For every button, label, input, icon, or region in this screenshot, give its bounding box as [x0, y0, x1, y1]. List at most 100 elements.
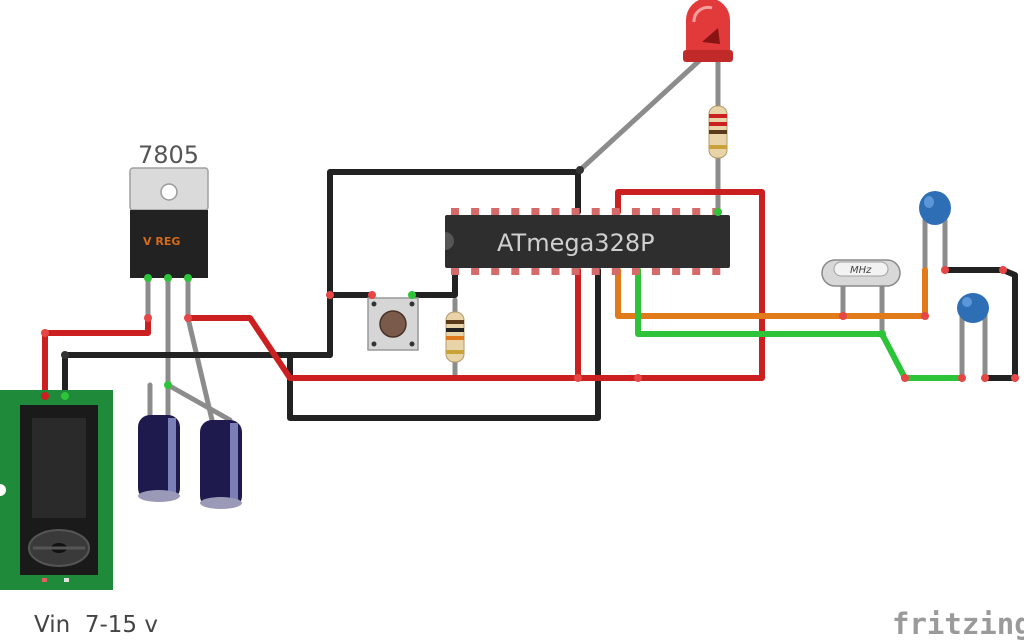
microcontroller-chip: ATmega328P — [445, 208, 730, 275]
cap1-leads — [147, 382, 171, 423]
chip-pin-top — [471, 208, 480, 216]
led-anode-wire — [577, 57, 703, 173]
jack-inner — [32, 418, 86, 518]
chip-pin-top — [531, 208, 540, 216]
resistor-led — [708, 105, 728, 159]
led-rim — [683, 50, 733, 62]
xtal1-wire — [615, 267, 928, 319]
chip-pin-top — [652, 208, 660, 216]
button-corner-3 — [371, 341, 377, 347]
crystal-legs — [840, 282, 885, 337]
endpoint — [144, 314, 152, 322]
chip-pin-top — [611, 208, 620, 216]
cap4-shine — [962, 297, 972, 307]
regulator-label: 7805 — [138, 141, 199, 169]
red-wires — [42, 189, 765, 398]
chip-pin-top — [451, 208, 459, 216]
cap2-leads — [165, 315, 233, 423]
chip-pin-bottom — [611, 267, 620, 275]
chip-pin-top — [551, 208, 560, 216]
reset-button — [367, 297, 419, 351]
resistor1-band-4 — [709, 145, 727, 149]
button-corner-1 — [371, 301, 377, 307]
endpoint — [941, 266, 949, 274]
led-anvil — [702, 28, 720, 44]
endpoint — [901, 374, 909, 382]
cap1-top — [138, 490, 180, 502]
vcc-out-wire — [185, 189, 765, 381]
crystal-label: MHz — [850, 265, 872, 276]
regulator-pin-out — [184, 274, 192, 282]
resistor2-band-3 — [446, 336, 464, 340]
chip-pin-top — [631, 208, 640, 216]
jack-pad-1 — [42, 578, 47, 582]
endpoint — [878, 330, 886, 338]
cap2-stripe — [230, 423, 238, 505]
regulator-mount-hole — [160, 183, 178, 201]
endpoint — [1011, 374, 1019, 382]
ground-to-chip — [327, 169, 581, 358]
jack-pin-vin — [41, 392, 49, 400]
regulator-pin-in — [144, 274, 152, 282]
endpoint — [184, 314, 192, 322]
crystal-top — [833, 261, 889, 277]
resistor2-band-1 — [446, 320, 464, 324]
ground-loop — [287, 267, 601, 421]
cap-ground-link — [942, 267, 1018, 381]
chip-pin-bottom — [571, 267, 580, 275]
regulator-marking: V REG — [143, 235, 180, 248]
cap1-stripe — [168, 418, 176, 498]
chip-pin-bottom — [531, 267, 540, 275]
chip-notch — [445, 232, 454, 250]
endpoint — [714, 208, 722, 216]
chip-pin-top — [692, 208, 701, 216]
endpoint — [999, 266, 1007, 274]
red-led — [683, 0, 733, 62]
ceramic-capacitor-2 — [957, 293, 989, 323]
chip-pin-top — [491, 208, 500, 216]
gray-wires — [145, 57, 988, 423]
chip-pins-bottom — [451, 267, 721, 275]
cap3-shine — [924, 196, 934, 208]
resistor1-band-3 — [709, 130, 727, 134]
regulator-pin-gnd — [164, 274, 172, 282]
brand-logo-text: fritzing — [892, 607, 1024, 641]
endpoint — [958, 374, 966, 382]
endpoint — [61, 351, 69, 359]
chip-pin-top — [591, 208, 600, 216]
button-corner-2 — [409, 301, 415, 307]
cap4-leads — [959, 312, 988, 381]
endpoint — [368, 291, 376, 299]
endpoint — [576, 166, 584, 174]
crystal-oscillator: MHz — [821, 259, 901, 287]
resistor2-band-2 — [446, 328, 464, 332]
endpoint — [574, 374, 582, 382]
endpoint — [164, 381, 172, 389]
electrolytic-capacitor-1 — [138, 415, 180, 502]
dc-power-jack — [0, 390, 113, 590]
resistor1-band-1 — [709, 114, 727, 118]
endpoint — [41, 329, 49, 337]
endpoint — [981, 374, 989, 382]
cap4-body — [957, 293, 989, 323]
chip-pin-bottom — [631, 267, 640, 275]
chip-pin-bottom — [451, 267, 459, 275]
chip-pin-top — [511, 208, 520, 216]
chip-body — [445, 215, 730, 268]
chip-pin-top — [571, 208, 580, 216]
button-cap — [379, 310, 407, 338]
jack-pin-gnd — [61, 392, 69, 400]
chip-pin-bottom — [692, 267, 701, 275]
black-wires — [62, 169, 1018, 421]
chip-pin-bottom — [672, 267, 681, 275]
button-to-chip — [409, 267, 458, 298]
wires — [42, 57, 1018, 423]
chip-pin-bottom — [471, 267, 480, 275]
endpoint — [326, 291, 334, 299]
endpoint — [839, 312, 847, 320]
chip-pins-top — [451, 208, 721, 216]
pcb-mount-hole — [0, 484, 6, 496]
power-input-label: Vin 7-15 v — [34, 612, 158, 638]
wire-endpoints — [41, 166, 1019, 389]
